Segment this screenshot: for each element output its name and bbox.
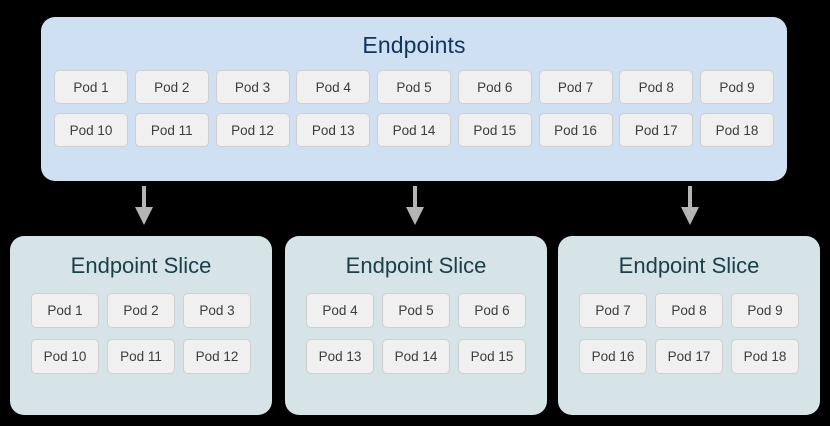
- pod-chip[interactable]: Pod 6: [458, 293, 526, 328]
- endpoint-slice-pod-grid: Pod 7 Pod 8 Pod 9 Pod 16 Pod 17 Pod 18: [558, 277, 820, 374]
- pod-chip[interactable]: Pod 10: [54, 113, 128, 147]
- pod-chip[interactable]: Pod 2: [107, 293, 175, 328]
- endpoints-title: Endpoints: [362, 32, 466, 58]
- pod-chip[interactable]: Pod 6: [457, 70, 532, 104]
- endpoints-pod-row-2: Pod 10 Pod 11 Pod 12 Pod 13 Pod 14 Pod 1…: [54, 113, 774, 147]
- pod-chip[interactable]: Pod 11: [134, 113, 209, 147]
- slice-pod-row-2: Pod 16 Pod 17 Pod 18: [579, 339, 799, 374]
- pod-chip[interactable]: Pod 16: [579, 339, 647, 374]
- pod-chip[interactable]: Pod 17: [655, 339, 723, 374]
- slice-pod-row-2: Pod 13 Pod 14 Pod 15: [306, 339, 526, 374]
- pod-chip[interactable]: Pod 14: [382, 339, 450, 374]
- endpoint-slice-panel-1: Endpoint Slice Pod 1 Pod 2 Pod 3 Pod 10 …: [10, 236, 272, 415]
- pod-chip[interactable]: Pod 9: [731, 293, 799, 328]
- pod-chip[interactable]: Pod 10: [31, 339, 99, 374]
- endpoint-slice-title: Endpoint Slice: [618, 253, 760, 278]
- slice-pod-row-1: Pod 7 Pod 8 Pod 9: [579, 293, 799, 328]
- pod-chip[interactable]: Pod 16: [538, 113, 613, 147]
- pod-chip[interactable]: Pod 14: [377, 113, 451, 147]
- pod-chip[interactable]: Pod 9: [700, 70, 774, 104]
- endpoint-slice-pod-grid: Pod 4 Pod 5 Pod 6 Pod 13 Pod 14 Pod 15: [285, 277, 547, 374]
- slice-pod-row-1: Pod 4 Pod 5 Pod 6: [306, 293, 526, 328]
- pod-chip[interactable]: Pod 12: [215, 113, 290, 147]
- pod-chip[interactable]: Pod 13: [306, 339, 374, 374]
- pod-chip[interactable]: Pod 18: [731, 339, 799, 374]
- pod-chip[interactable]: Pod 8: [655, 293, 723, 328]
- slice-pod-row-1: Pod 1 Pod 2 Pod 3: [31, 293, 251, 328]
- pod-chip[interactable]: Pod 4: [306, 293, 374, 328]
- arrow-down-icon: [402, 186, 428, 226]
- endpoint-slice-title: Endpoint Slice: [70, 253, 212, 278]
- arrow-down-icon: [131, 186, 157, 226]
- pod-chip[interactable]: Pod 13: [296, 113, 371, 147]
- pod-chip[interactable]: Pod 2: [134, 70, 209, 104]
- endpoints-pod-grid: Pod 1 Pod 2 Pod 3 Pod 4 Pod 5 Pod 6 Pod …: [41, 57, 787, 147]
- slice-pod-row-2: Pod 10 Pod 11 Pod 12: [31, 339, 251, 374]
- endpoints-pod-row-1: Pod 1 Pod 2 Pod 3 Pod 4 Pod 5 Pod 6 Pod …: [54, 70, 774, 104]
- endpoint-slice-pod-grid: Pod 1 Pod 2 Pod 3 Pod 10 Pod 11 Pod 12: [10, 277, 272, 374]
- arrow-down-icon: [677, 186, 703, 226]
- pod-chip[interactable]: Pod 15: [458, 339, 526, 374]
- pod-chip[interactable]: Pod 17: [619, 113, 694, 147]
- pod-chip[interactable]: Pod 7: [538, 70, 613, 104]
- pod-chip[interactable]: Pod 4: [296, 70, 371, 104]
- pod-chip[interactable]: Pod 3: [215, 70, 290, 104]
- pod-chip[interactable]: Pod 3: [183, 293, 251, 328]
- endpoint-slice-title: Endpoint Slice: [345, 253, 487, 278]
- endpoint-slice-panel-2: Endpoint Slice Pod 4 Pod 5 Pod 6 Pod 13 …: [285, 236, 547, 415]
- pod-chip[interactable]: Pod 1: [31, 293, 99, 328]
- pod-chip[interactable]: Pod 15: [457, 113, 532, 147]
- pod-chip[interactable]: Pod 1: [54, 70, 128, 104]
- pod-chip[interactable]: Pod 8: [619, 70, 694, 104]
- pod-chip[interactable]: Pod 7: [579, 293, 647, 328]
- pod-chip[interactable]: Pod 18: [700, 113, 774, 147]
- endpoint-slice-panel-3: Endpoint Slice Pod 7 Pod 8 Pod 9 Pod 16 …: [558, 236, 820, 415]
- pod-chip[interactable]: Pod 12: [183, 339, 251, 374]
- endpoints-panel: Endpoints Pod 1 Pod 2 Pod 3 Pod 4 Pod 5 …: [41, 17, 787, 181]
- pod-chip[interactable]: Pod 5: [382, 293, 450, 328]
- pod-chip[interactable]: Pod 5: [377, 70, 451, 104]
- pod-chip[interactable]: Pod 11: [107, 339, 175, 374]
